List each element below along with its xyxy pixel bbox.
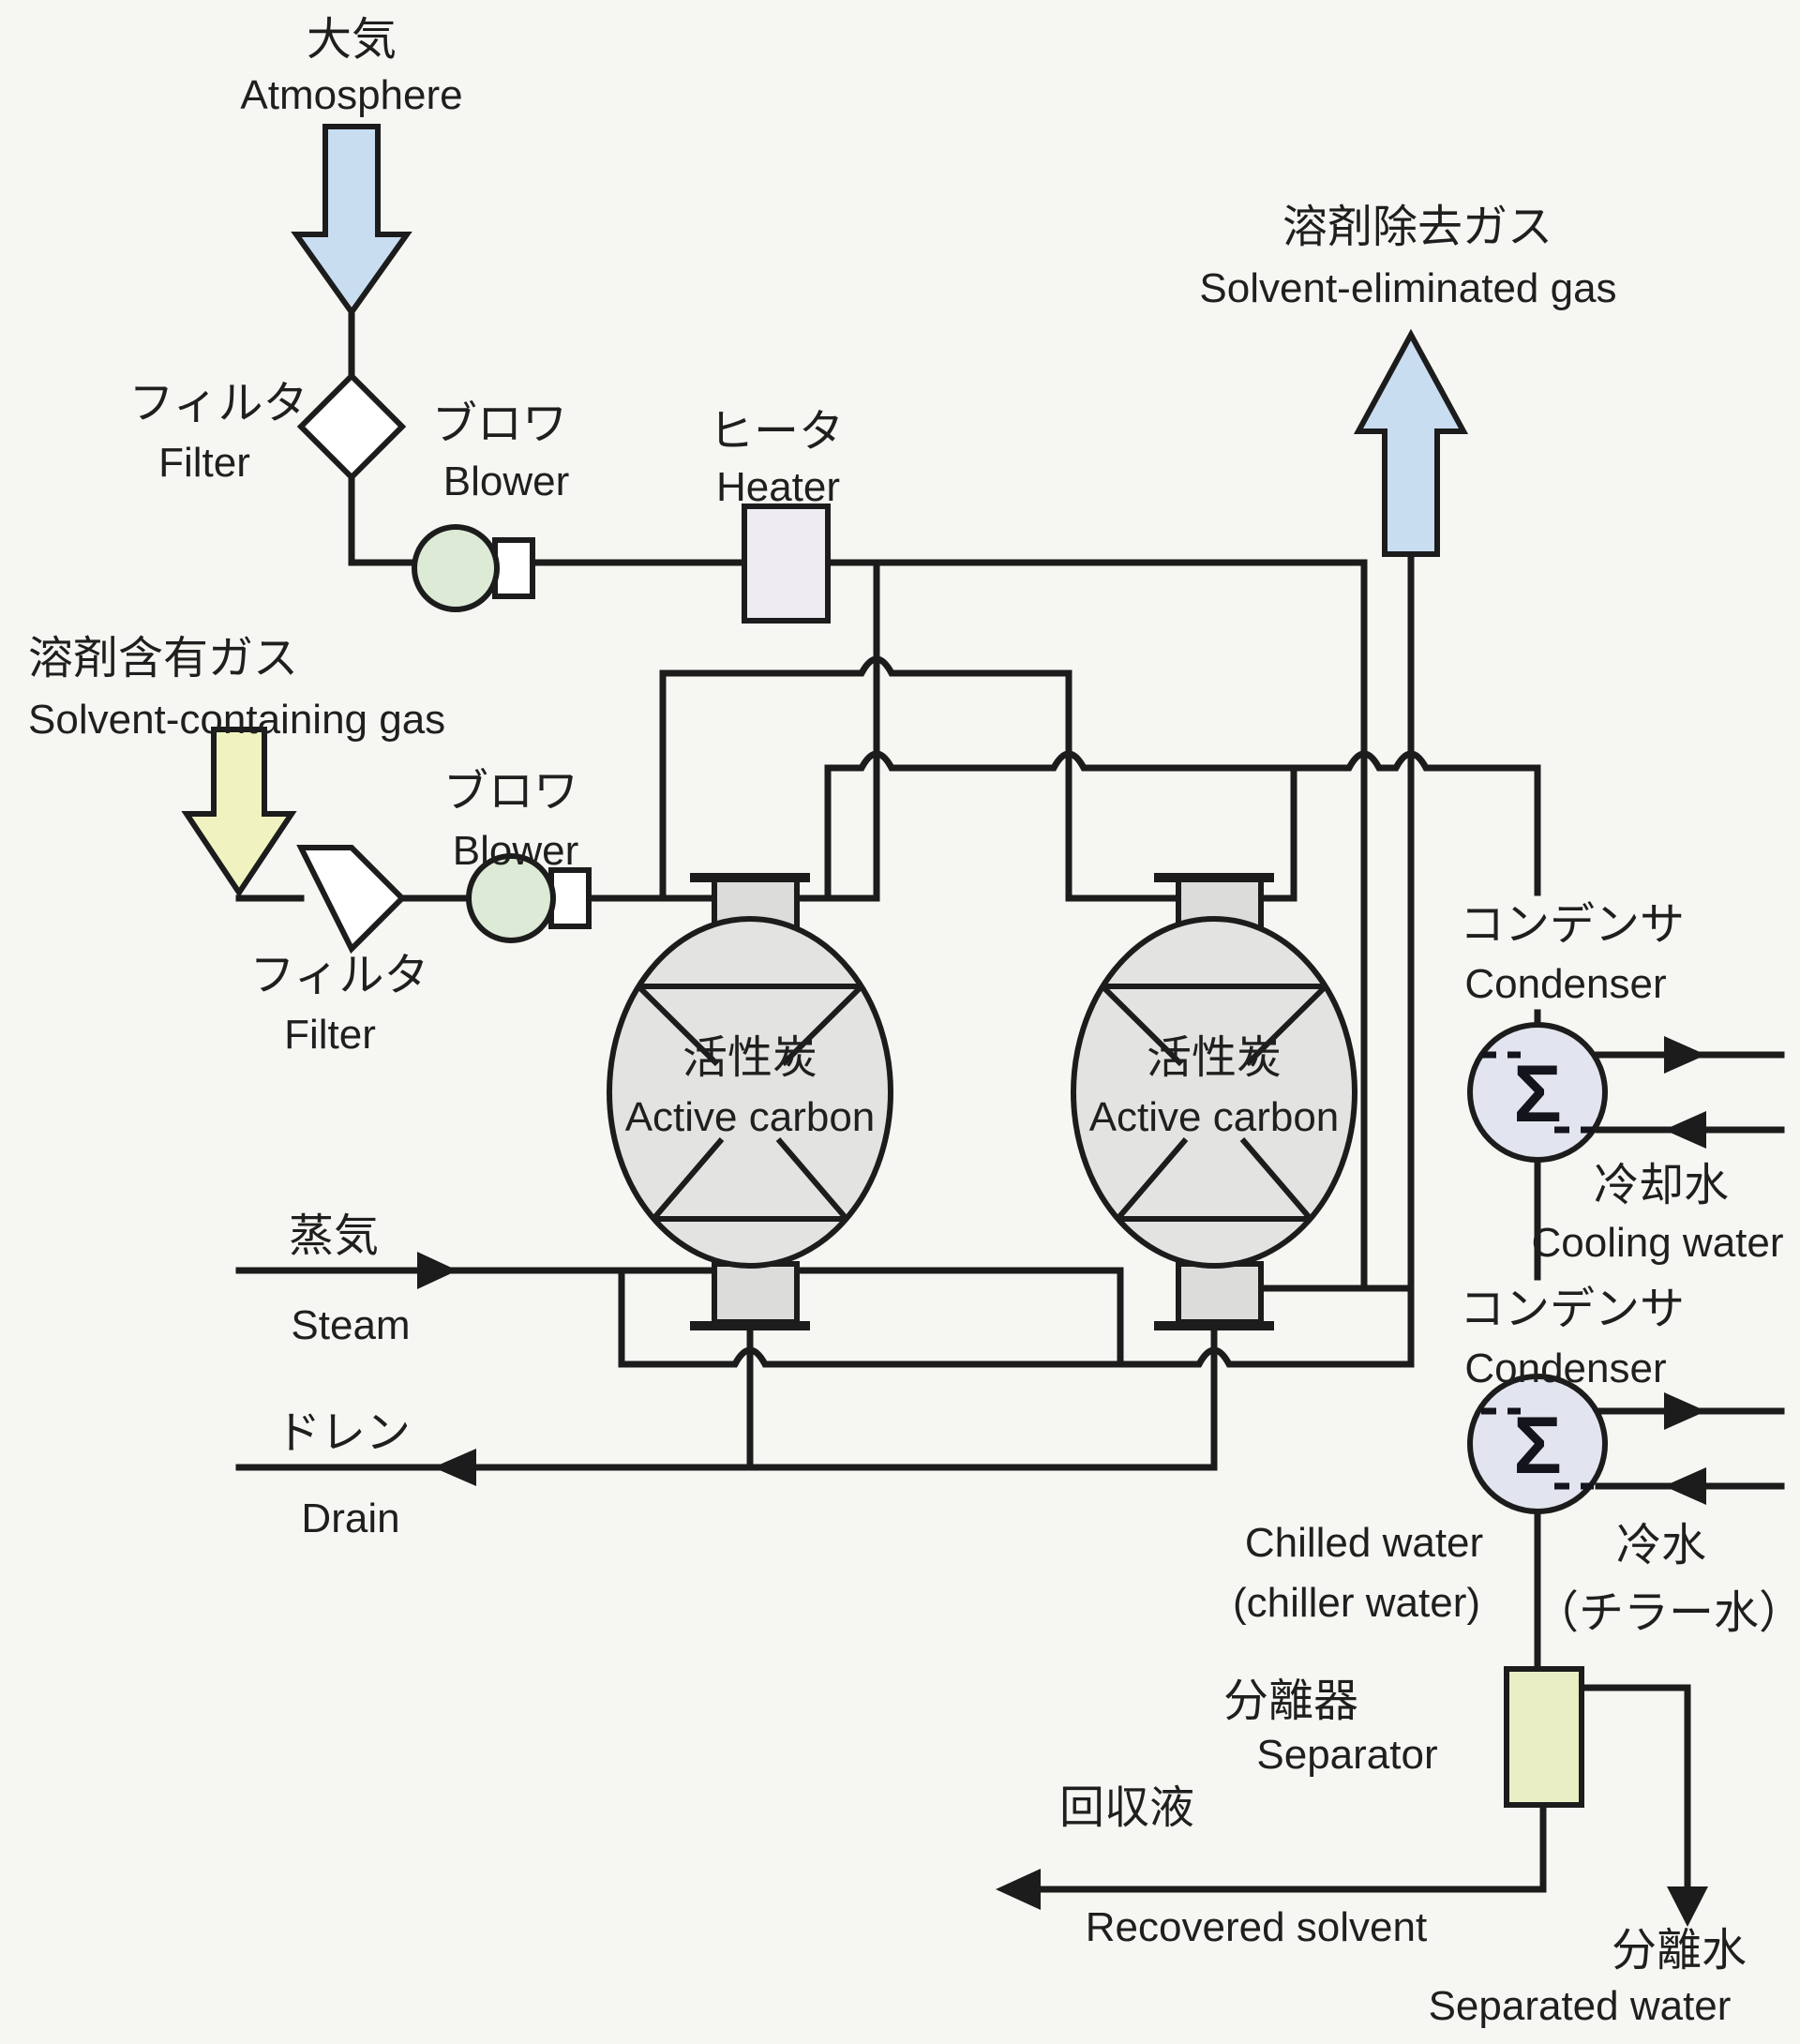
label-chilled-water-en1: Chilled water (1245, 1520, 1483, 1566)
label-condenser1-jp: コンデンサ (1460, 900, 1685, 950)
flow-arrowheads (417, 1036, 1708, 1927)
label-condenser2-jp: コンデンサ (1460, 1285, 1685, 1334)
label-recovered-en: Recovered solvent (1086, 1904, 1427, 1950)
label-blower-bottom-jp: ブロワ (443, 767, 578, 817)
filter-bottom-icon (296, 845, 407, 954)
condenser2-icon (1467, 1374, 1608, 1514)
bed1-internal-pattern (636, 984, 864, 1222)
label-blower-bottom-en: Blower (453, 828, 579, 874)
label-solvent-eliminated-jp: 溶剤除去ガス (1282, 203, 1552, 252)
chilled-in-arrowhead-icon (1664, 1467, 1706, 1505)
label-solvent-containing-jp: 溶剤含有ガス (28, 634, 298, 684)
pipe-inlet-manifold (659, 655, 1072, 677)
label-filter-bottom-en: Filter (284, 1012, 376, 1058)
pipe-desorb-manifold (824, 750, 1541, 896)
heater-icon (742, 503, 831, 624)
labels: 大気 Atmosphere フィルタ Filter ブロワ Blower ヒータ… (28, 15, 1800, 2029)
pipe-steam-bypass (618, 1346, 1415, 1368)
label-cooling-water-jp: 冷却水 (1594, 1161, 1729, 1210)
solvent-gas-down-arrow-icon (181, 727, 297, 898)
label-steam-jp: 蒸気 (289, 1211, 379, 1261)
drain-arrowhead-icon (433, 1449, 476, 1486)
condenser1-sigma: Σ (1513, 1049, 1562, 1139)
cooling1-out-arrowhead-icon (1664, 1036, 1706, 1074)
label-bed2-en: Active carbon (1089, 1094, 1340, 1140)
carbon-bed-2 (1071, 873, 1358, 1330)
condenser1-icon (1467, 1022, 1608, 1163)
label-separator-en: Separator (1256, 1732, 1437, 1778)
label-separated-en: Separated water (1429, 1983, 1732, 2029)
pipe-recovered-solvent (1020, 1801, 1547, 1893)
blower-bottom-tab (548, 867, 592, 929)
label-chilled-water-jp1: 冷水 (1616, 1521, 1706, 1571)
chilled-out-arrowhead-icon (1664, 1392, 1706, 1430)
bed1-bottom-neck (712, 1261, 800, 1325)
label-chilled-water-jp2: （チラー水） (1534, 1588, 1800, 1638)
atmosphere-down-arrow-icon (291, 124, 412, 318)
bed2-bottom-neck (1176, 1261, 1264, 1325)
blower-top-tab (492, 537, 535, 599)
label-drain-en: Drain (301, 1495, 399, 1541)
label-steam-en: Steam (291, 1302, 410, 1348)
pipe-network (235, 308, 1785, 1898)
label-drain-jp: ドレン (276, 1408, 411, 1458)
label-condenser2-en: Condenser (1464, 1345, 1666, 1391)
cooling1-in-arrowhead-icon (1664, 1111, 1706, 1149)
label-solvent-containing-en: Solvent-containing gas (28, 697, 445, 743)
bed2-internal-pattern (1100, 984, 1328, 1222)
label-filter-top-jp: フィルタ (128, 379, 308, 428)
pipe-separated-water (1578, 1684, 1691, 1898)
condenser-2: Σ (1467, 1374, 1608, 1514)
label-atmosphere-jp: 大気 (307, 15, 397, 65)
label-bed1-jp: 活性炭 (682, 1033, 818, 1083)
bed1-vessel (607, 916, 893, 1269)
label-blower-top-jp: ブロワ (432, 399, 567, 449)
label-filter-bottom-jp: フィルタ (249, 951, 428, 1000)
label-solvent-eliminated-en: Solvent-eliminated gas (1199, 265, 1616, 311)
label-recovered-jp: 回収液 (1059, 1783, 1194, 1833)
label-filter-top-en: Filter (158, 440, 250, 486)
exhaust-up-arrow-icon (1353, 328, 1469, 557)
recovered-solvent-arrowhead-icon (996, 1869, 1041, 1910)
label-condenser1-en: Condenser (1464, 961, 1666, 1007)
condenser-1: Σ (1467, 1022, 1608, 1163)
separated-water-arrowhead-icon (1667, 1886, 1708, 1927)
label-heater-en: Heater (716, 464, 840, 510)
pipe-filter-to-blower1 (348, 473, 417, 566)
carbon-bed-1 (607, 873, 893, 1330)
label-blower-top-en: Blower (443, 458, 570, 504)
label-bed2-jp: 活性炭 (1147, 1033, 1282, 1083)
label-heater-jp: ヒータ (709, 407, 844, 457)
label-chilled-water-en2: (chiller water) (1233, 1580, 1480, 1626)
label-cooling-water-en: Cooling water (1531, 1220, 1783, 1266)
label-atmosphere-en: Atmosphere (240, 72, 462, 118)
steam-arrowhead-icon (417, 1252, 458, 1289)
label-separated-jp: 分離水 (1612, 1926, 1747, 1976)
blower-bottom-icon (466, 853, 556, 943)
separator-icon (1504, 1666, 1584, 1808)
blower-top-icon (412, 524, 500, 612)
filter-top-icon (296, 371, 407, 482)
condenser2-sigma: Σ (1513, 1401, 1562, 1491)
label-separator-jp: 分離器 (1223, 1676, 1358, 1726)
bed2-vessel (1071, 916, 1358, 1269)
label-bed1-en: Active carbon (625, 1094, 876, 1140)
